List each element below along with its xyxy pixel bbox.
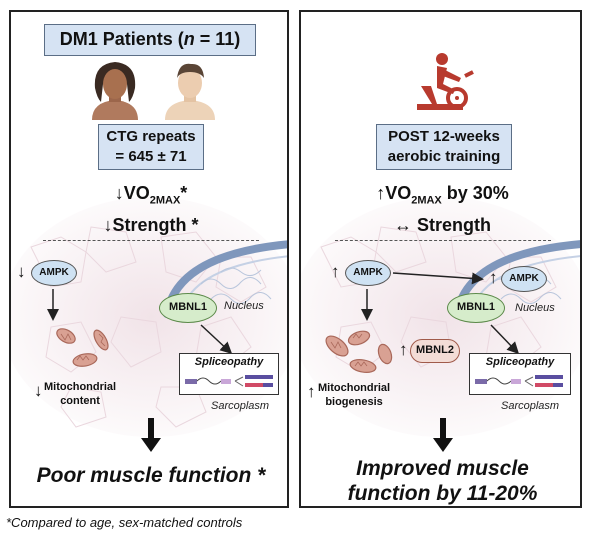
spliceopathy-box: Spliceopathy — [179, 353, 279, 395]
header-text: DM1 Patients ( — [59, 29, 184, 49]
spliceopathy-label: Spliceopathy — [485, 356, 555, 368]
nucleus-label: Nucleus — [224, 300, 264, 312]
down-arrow-icon — [141, 418, 161, 452]
nuclear-ampk-node: AMPK — [501, 266, 547, 292]
footnote: *Compared to age, sex-matched controls — [6, 515, 243, 530]
pathway-arrows — [361, 272, 520, 355]
strength-decrease: ↓Strength * — [103, 215, 199, 235]
post-training-box: POST 12-weeks aerobic training — [376, 124, 512, 170]
post-training-label: POST 12-weeks — [388, 128, 500, 145]
post-training-panel: POST 12-weeks aerobic training ↑VO2MAX b… — [299, 10, 582, 508]
splice-transcript-icon — [475, 375, 563, 387]
ctg-repeats-box: CTG repeats = 645 ± 71 — [98, 124, 204, 170]
aerobic-training-label: aerobic training — [387, 148, 501, 165]
nucleus-label: Nucleus — [515, 302, 555, 314]
sarcoplasm-label: Sarcoplasm — [211, 400, 270, 412]
patients-header-box: DM1 Patients (n = 11) — [44, 24, 256, 56]
mbnl2-node: MBNL2 — [410, 339, 460, 363]
pathway-arrows — [47, 289, 233, 355]
down-arrow-icon — [433, 418, 453, 452]
mito-content-label: Mitochondrial content — [44, 381, 117, 407]
spliceopathy-box: Spliceopathy — [469, 353, 571, 395]
mbnl1-node: MBNL1 — [159, 293, 217, 323]
ampk-increase-arrow: ↑ — [331, 262, 340, 281]
mitochondria-icon — [56, 328, 109, 367]
cyclist-icon — [417, 53, 474, 110]
strength-unchanged: ↔ Strength — [394, 215, 491, 235]
dm1-baseline-panel: DM1 Patients (n = 11) CTG repeats = 645 … — [9, 10, 289, 508]
mito-increase-arrow: ↑ — [307, 382, 316, 401]
female-patient-icon — [92, 62, 138, 120]
mbnl1-node: MBNL1 — [447, 293, 505, 323]
nuclear-ampk-increase-arrow: ↑ — [489, 268, 498, 287]
splice-transcript-icon — [185, 375, 273, 387]
mito-decrease-arrow: ↓ — [34, 381, 43, 400]
vo2max-decrease: ↓VO2MAX* — [114, 183, 188, 207]
divider-line — [335, 240, 551, 241]
improved-muscle-function-label: Improved muscle function by 11-20% — [347, 457, 538, 505]
male-patient-icon — [165, 63, 215, 120]
header-n: n — [183, 29, 195, 49]
spliceopathy-label: Spliceopathy — [194, 356, 264, 368]
ctg-label: CTG repeats — [106, 128, 196, 145]
ampk-node: AMPK — [31, 260, 77, 286]
sarcoplasm-label: Sarcoplasm — [501, 400, 560, 412]
ampk-node: AMPK — [345, 260, 391, 286]
ampk-decrease-arrow: ↓ — [17, 262, 26, 281]
vo2max-increase: ↑VO2MAX by 30% — [376, 183, 509, 207]
mbnl2-increase-arrow: ↑ — [399, 340, 408, 359]
header-text-end: = 11) — [194, 29, 241, 49]
poor-muscle-function-label: Poor muscle function * — [36, 464, 266, 487]
mitochondria-icon — [325, 330, 393, 373]
mito-biogenesis-label: Mitochondrial biogenesis — [318, 382, 391, 408]
divider-line — [43, 240, 259, 241]
ctg-value: = 645 ± 71 — [115, 148, 187, 165]
